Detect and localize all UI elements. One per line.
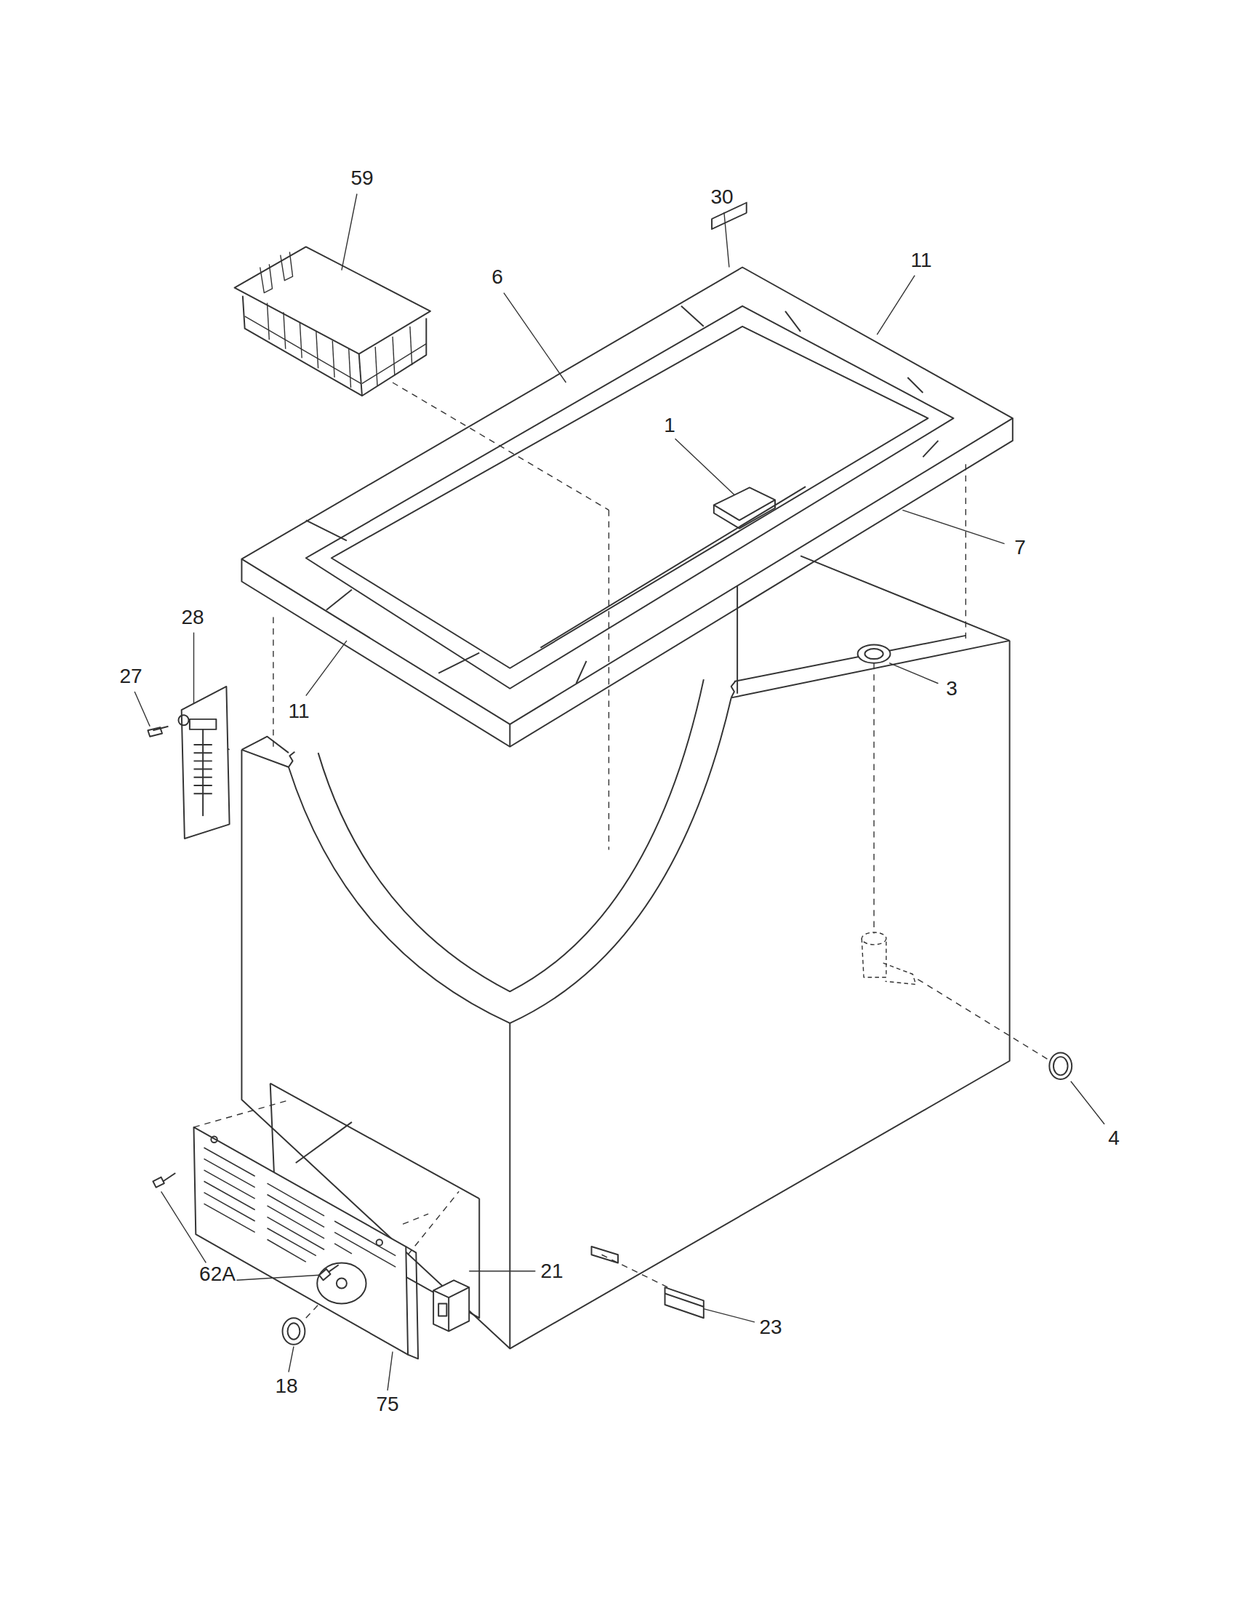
callout-number: 3 <box>945 678 958 699</box>
callout-number: 4 <box>1108 1127 1120 1149</box>
callout-number: 28 <box>181 607 204 628</box>
callout-number: 30 <box>710 186 733 208</box>
callout-number: 21 <box>540 1260 563 1282</box>
callout-number: 11 <box>287 700 309 722</box>
callout-number: 23 <box>759 1316 782 1338</box>
callout-number: 59 <box>350 167 373 189</box>
callout-number: 11 <box>910 250 932 271</box>
callout-number: 1 <box>663 415 676 436</box>
callout-number: 6 <box>491 266 504 288</box>
callout-number: 75 <box>375 1393 399 1415</box>
callout-number: 62A <box>199 1263 236 1284</box>
callout-number: 27 <box>119 665 142 687</box>
callout-number: 18 <box>274 1375 298 1396</box>
callout-number: 7 <box>1014 537 1026 558</box>
